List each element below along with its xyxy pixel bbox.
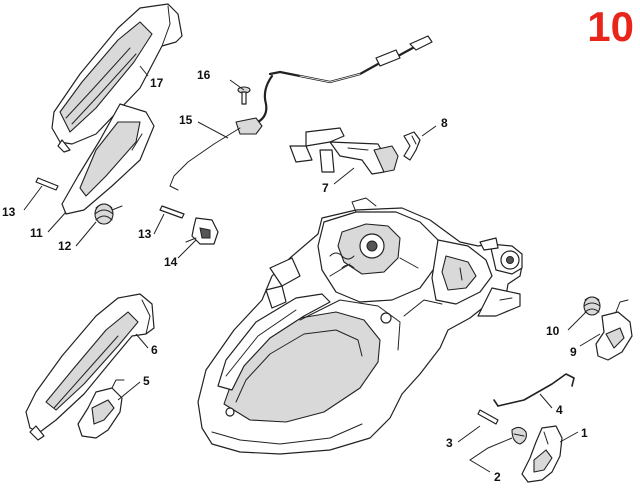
page-number: 10 [587, 3, 634, 50]
callout-7: 7 [322, 181, 329, 195]
callout-15: 15 [179, 113, 193, 127]
clip-part-8 [403, 131, 421, 161]
spring-part-10 [583, 296, 601, 316]
callout-3: 3 [446, 436, 453, 450]
leader-lines [23, 65, 601, 473]
callout-17: 17 [150, 76, 164, 90]
callout-1: 1 [581, 426, 588, 440]
callout-13-middle: 13 [138, 227, 152, 241]
callout-11: 11 [30, 226, 43, 240]
handle-cover-part-6 [25, 293, 155, 441]
spring-part-2 [511, 426, 527, 445]
main-housing [197, 197, 523, 455]
throttle-rod-part-15 [169, 35, 433, 191]
callout-14: 14 [164, 255, 178, 269]
lever-part-14 [185, 217, 219, 245]
callout-2: 2 [494, 470, 501, 484]
pin-part-13-middle [159, 205, 185, 219]
callout-13-left: 13 [2, 205, 16, 219]
callout-10: 10 [546, 324, 560, 338]
throttle-trigger-part-1 [521, 425, 563, 483]
handle-molding-part-11 [61, 103, 155, 215]
spring-part-12 [94, 203, 123, 225]
callout-12: 12 [58, 239, 72, 253]
handle-cover-part-17 [51, 3, 183, 153]
callout-8: 8 [441, 116, 448, 130]
pin-part-3 [477, 409, 499, 425]
callout-numbers: 17 16 15 8 7 13 11 12 13 14 6 5 10 9 4 3… [2, 68, 588, 484]
callout-9: 9 [570, 345, 577, 359]
callout-6: 6 [151, 343, 158, 357]
wire-rod-part-4 [493, 373, 575, 407]
throttle-trigger-part-7 [289, 127, 399, 175]
lockout-lever-part-5 [77, 379, 125, 439]
callout-4: 4 [556, 403, 563, 417]
trigger-part-9 [595, 299, 633, 361]
pin-part-13-left [35, 177, 59, 191]
callout-16: 16 [197, 68, 211, 82]
callout-5: 5 [143, 374, 150, 388]
